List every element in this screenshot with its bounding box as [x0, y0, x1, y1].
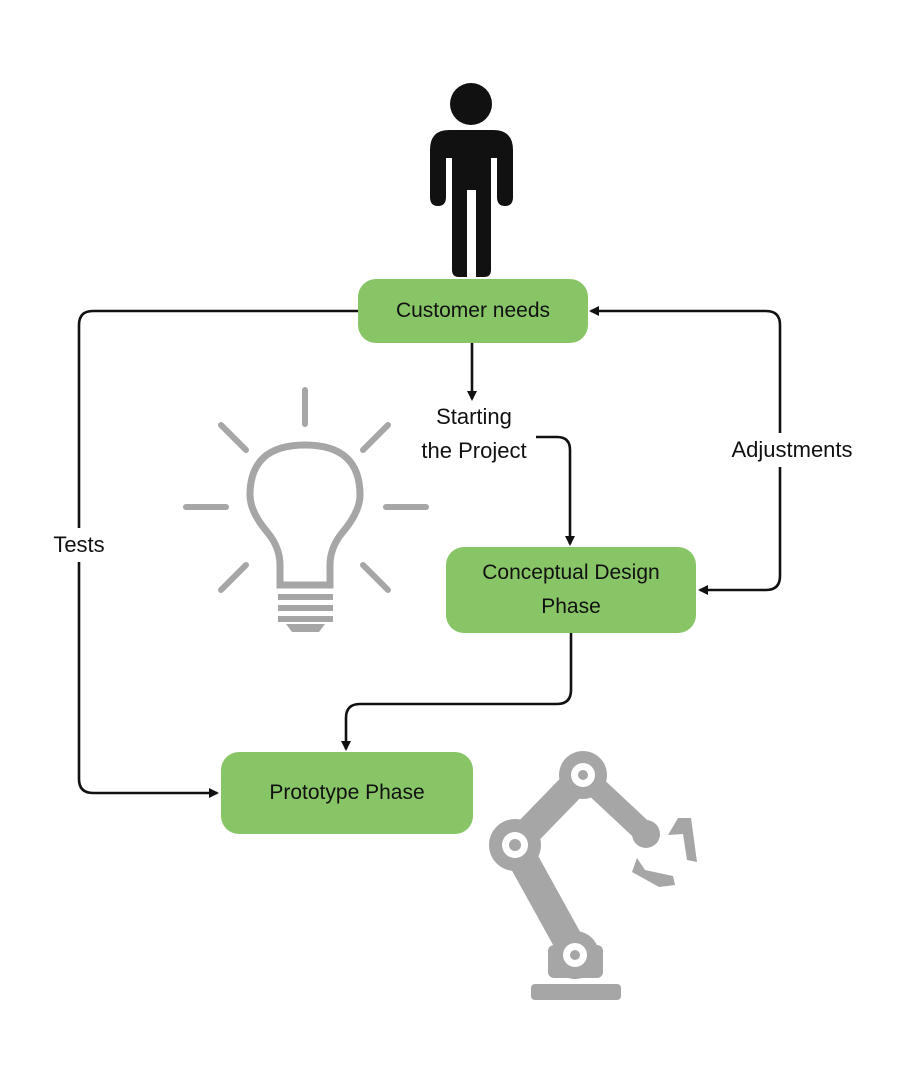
node-customer-needs: Customer needs	[358, 279, 588, 343]
connector-tests-loop	[77, 309, 358, 798]
node-prototype-phase: Prototype Phase	[221, 752, 473, 834]
edge-label-adjustments: Adjustments	[714, 433, 870, 467]
connector-adjustments-to-customer	[589, 306, 782, 470]
connector-starting-to-conceptual	[536, 435, 575, 546]
edge-label-starting-project: Starting the Project	[404, 400, 544, 468]
edge-label-tests-text: Tests	[53, 532, 105, 557]
node-conceptual-design-label-line1: Conceptual Design	[482, 561, 660, 584]
lightbulb-icon	[183, 387, 429, 632]
node-prototype-phase-label: Prototype Phase	[269, 781, 425, 804]
person-icon	[430, 83, 513, 277]
node-customer-needs-label: Customer needs	[395, 299, 551, 322]
edge-label-adjustments-text: Adjustments	[731, 437, 853, 462]
node-conceptual-design-phase: Conceptual Design Phase	[446, 547, 696, 633]
edge-label-starting-line2: the Project	[421, 438, 527, 463]
robot-arm-icon	[489, 751, 697, 1000]
connector-conceptual-to-prototype	[341, 633, 573, 751]
node-conceptual-design-label-line2: Phase	[541, 595, 601, 618]
connector-adjustments-to-conceptual	[698, 470, 782, 595]
edge-label-tests: Tests	[44, 528, 114, 562]
edge-label-starting-line1: Starting	[436, 404, 512, 429]
